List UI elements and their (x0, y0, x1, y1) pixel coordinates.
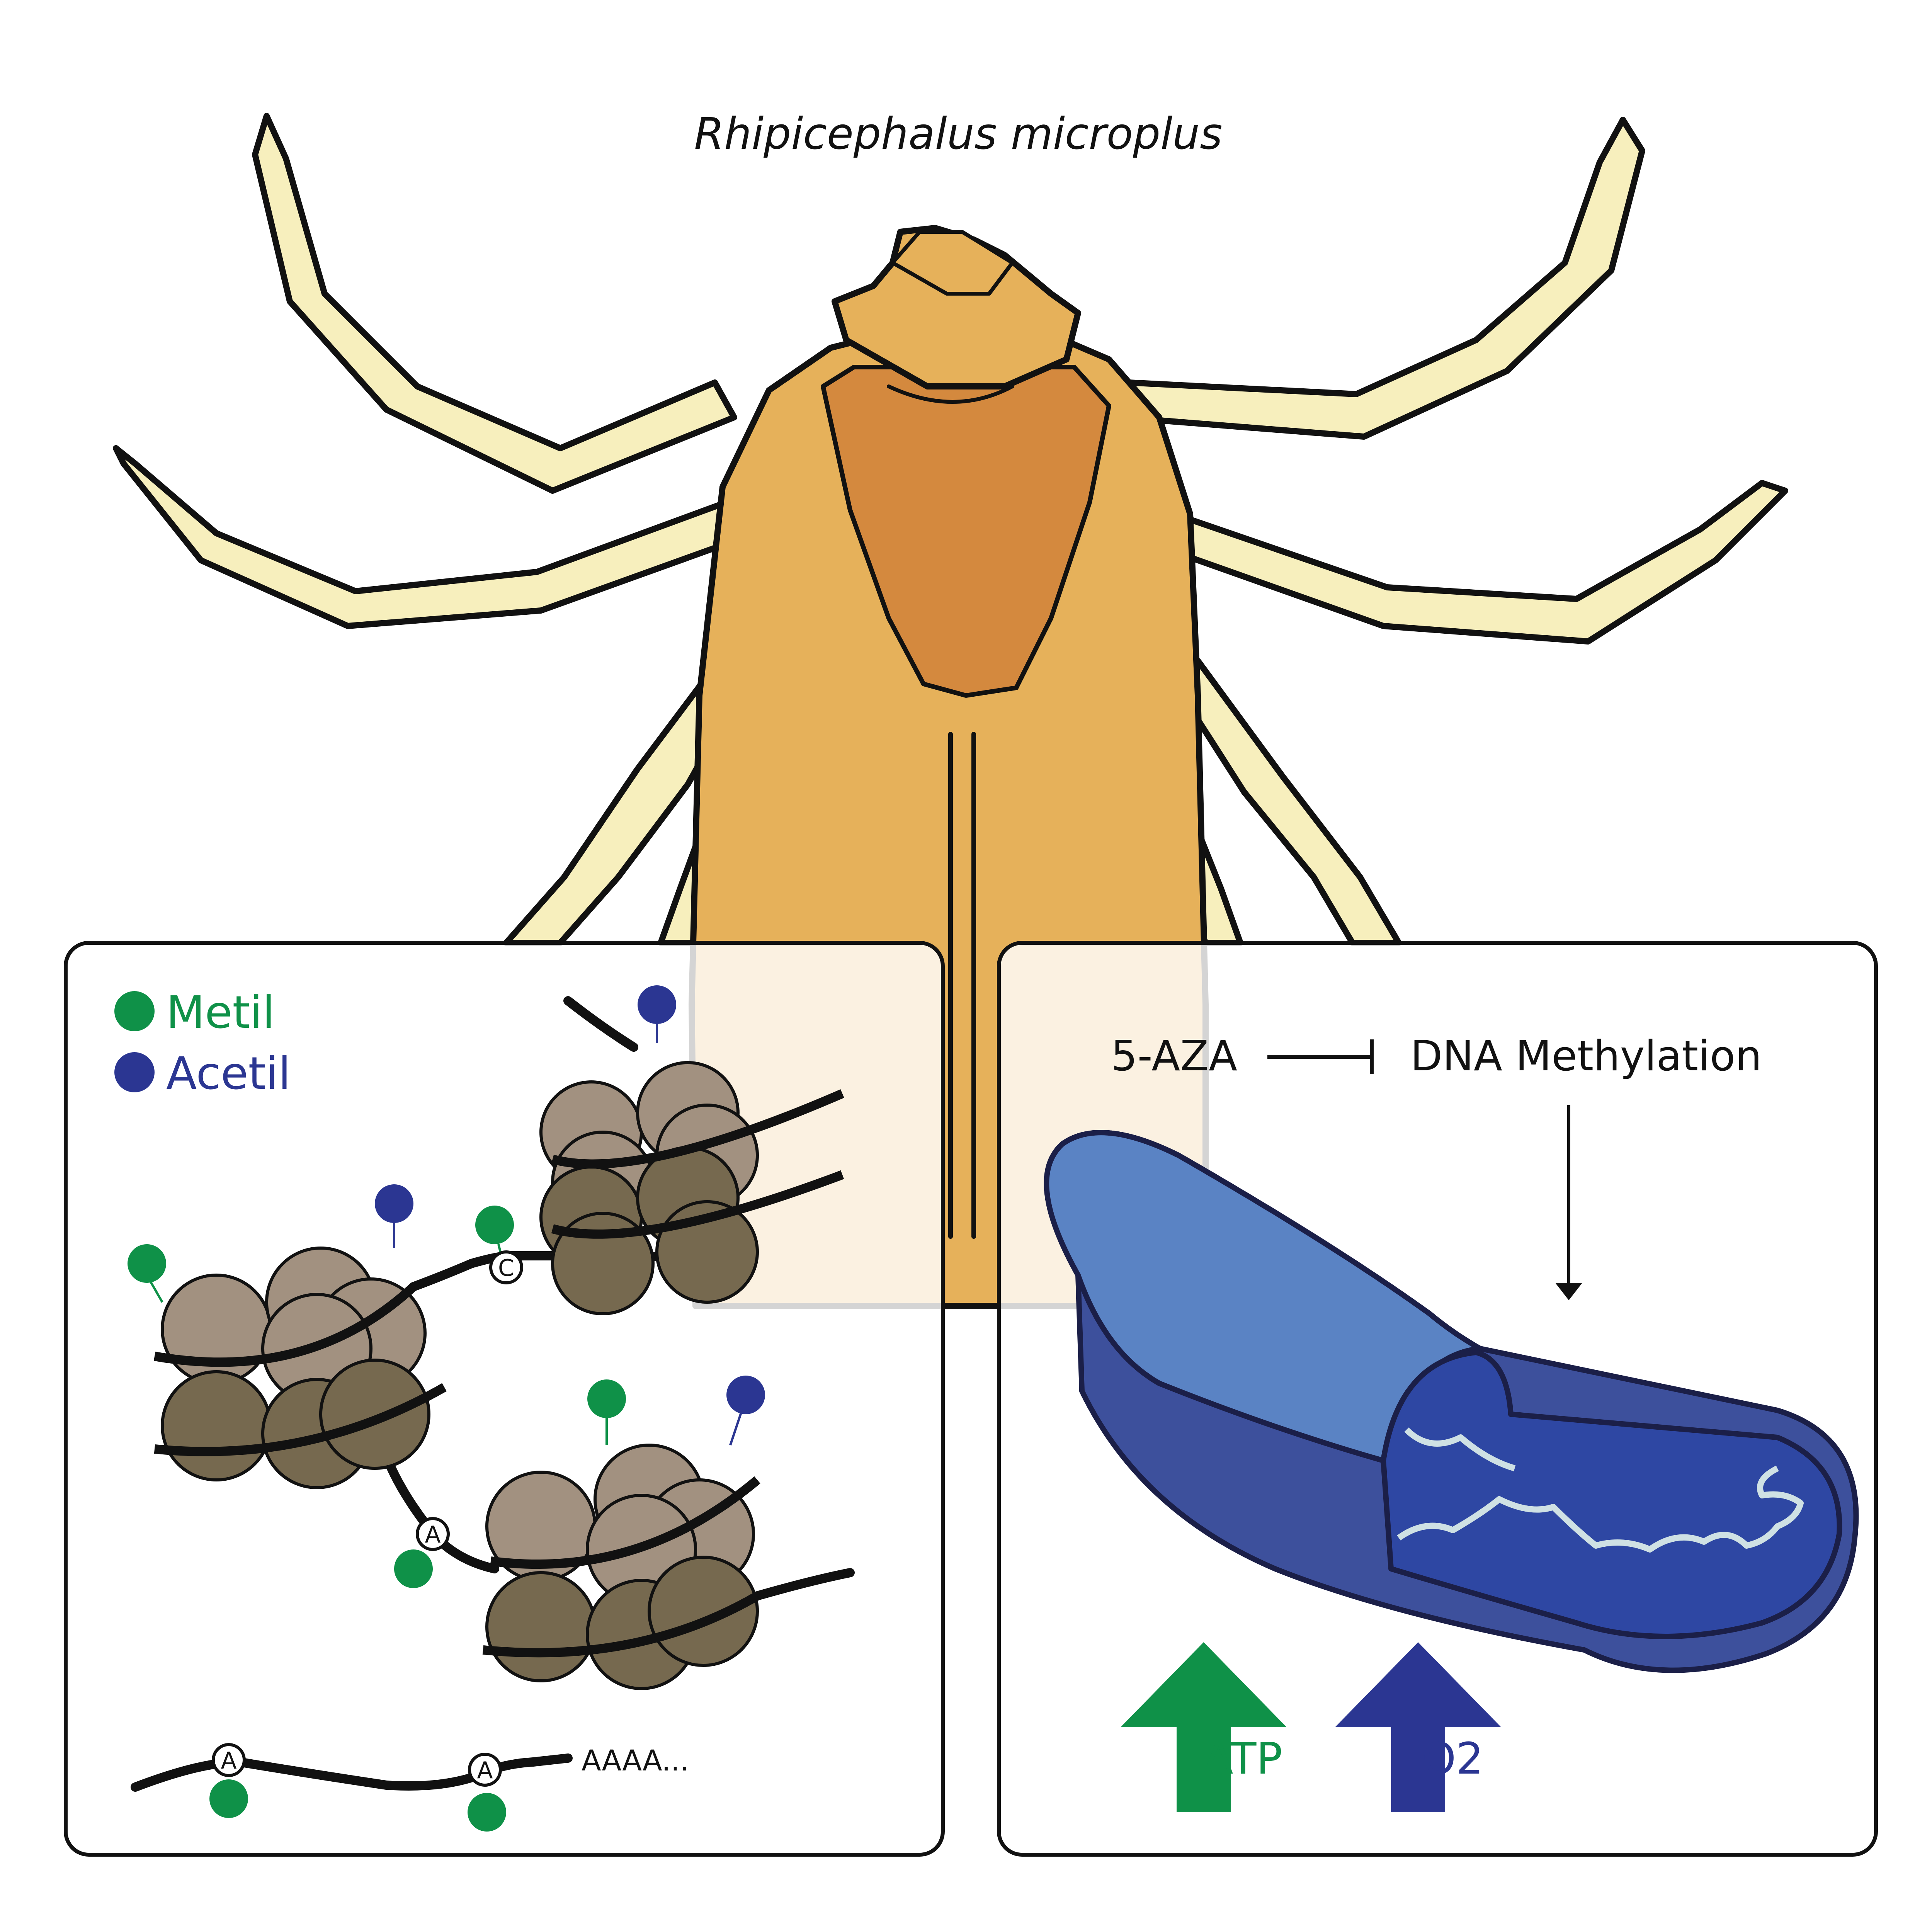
acetyl-mark (375, 1184, 413, 1223)
o2-label: O2 (1422, 1734, 1483, 1784)
tick-groove (948, 732, 976, 1239)
nucleotide-a-marker: A (416, 1517, 450, 1551)
svg-text:A: A (425, 1521, 440, 1548)
species-title: Rhipicephalus microplus (694, 109, 1222, 159)
nucleosome-1 (539, 1061, 844, 1315)
mitochondrion-top (1044, 1130, 1483, 1463)
poly-a-tail: AAAA... (582, 1744, 689, 1777)
acetyl-mark (726, 1376, 765, 1414)
methyl-mark (128, 1244, 166, 1283)
acetyl-mark (638, 985, 676, 1024)
right-panel: 5-AZA DNA Methylation ATP O2 (997, 941, 1878, 1857)
mitochondrion-cross-section (1381, 1350, 1842, 1639)
atp-increase-arrow (1121, 1642, 1287, 1812)
tick-legs-right (1117, 117, 1788, 946)
svg-text:C: C (498, 1255, 514, 1282)
inhibition-arrow (1267, 1039, 1374, 1074)
nucleosome-2 (153, 1247, 447, 1489)
svg-text:A: A (477, 1757, 493, 1784)
acetil-legend-dot (114, 1052, 155, 1092)
acetil-legend-label: Acetil (166, 1048, 291, 1100)
tick-legs-left (113, 113, 753, 946)
down-arrow (1555, 1105, 1582, 1300)
methyl-mark (209, 1779, 248, 1818)
dna-methylation-label: DNA Methylation (1410, 1032, 1762, 1080)
svg-text:A: A (221, 1747, 236, 1774)
methyl-mark (468, 1793, 506, 1832)
methyl-mark (587, 1379, 626, 1418)
methyl-mark (394, 1549, 433, 1588)
mitochondrion (1044, 1130, 1859, 1673)
cristae (1397, 1427, 1804, 1553)
nucleotide-a-marker: A (468, 1753, 502, 1787)
nucleotide-a-marker: A (212, 1743, 246, 1777)
metil-legend-label: Metil (166, 986, 275, 1039)
inhibitor-label: 5-AZA (1111, 1032, 1237, 1080)
nucleotide-c-marker: C (489, 1250, 523, 1284)
atp-label: ATP (1204, 1734, 1282, 1784)
modification-marks (128, 985, 765, 1832)
left-panel: Metil Acetil (64, 941, 945, 1857)
tick-capitulum (832, 225, 1081, 404)
methyl-mark (475, 1206, 514, 1244)
metil-legend-dot (114, 991, 155, 1031)
o2-increase-arrow (1335, 1642, 1501, 1812)
nucleosome-3 (482, 1444, 760, 1690)
